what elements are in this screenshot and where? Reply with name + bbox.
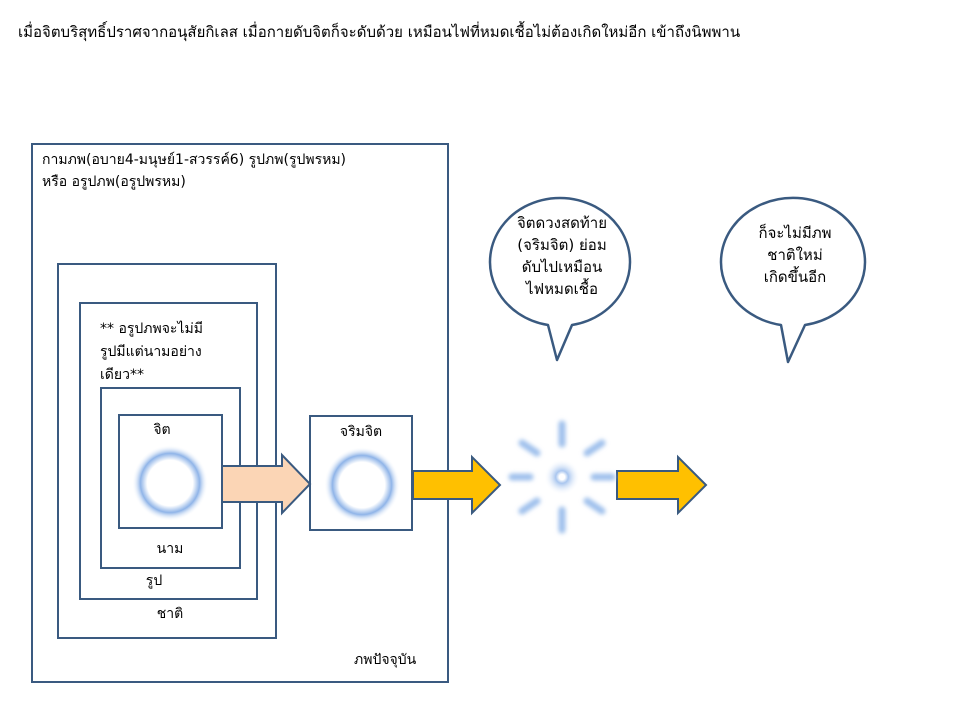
charimachit-glow-circle	[324, 447, 400, 523]
outer-heading-line2: หรือ อรูปภพ(อรูปพรหม)	[42, 174, 186, 190]
chit-glow-circle	[132, 445, 208, 521]
bubble-1-text: จิตดวงสดท้าย (จริมจิต) ย่อม ดับไปเหมือน …	[492, 212, 632, 300]
chati-box	[57, 263, 277, 639]
chit-label: จิต	[153, 422, 171, 438]
bubble-line: ไฟหมดเชื้อ	[526, 280, 598, 298]
rup-note-line: ** อรูปภพจะไม่มี	[100, 321, 203, 337]
speech-bubble-1	[488, 196, 632, 362]
speech-bubble-2	[719, 196, 867, 364]
outer-heading-line1: กามภพ(อบาย4-มนุษย์1-สวรรค์6) รูปภพ(รูปพร…	[42, 152, 347, 168]
bubble-line: เกิดขึ้นอีก	[763, 268, 827, 286]
rup-note-line: เดียว**	[100, 367, 144, 383]
extinguished-spark-icon	[508, 420, 616, 534]
page-title: เมื่อจิตบริสุทธิ์ปราศจากอนุสัยกิเลส เมื่…	[18, 23, 741, 41]
bubble-line: ดับไปเหมือน	[521, 258, 603, 276]
rup-label: รูป	[145, 573, 163, 589]
rup-box	[79, 302, 258, 600]
bubble-2-text: ก็จะไม่มีภพ ชาติใหม่ เกิดขึ้นอีก	[723, 222, 867, 288]
rup-note: ** อรูปภพจะไม่มี รูปมีแต่นามอย่าง เดียว*…	[100, 318, 203, 387]
peach-arrow-icon	[221, 452, 312, 516]
bubble-line: จิตดวงสดท้าย	[516, 214, 607, 232]
nam-label: นาม	[156, 541, 184, 557]
chati-label: ชาติ	[156, 606, 184, 622]
current-existence-label: ภพปัจจุบัน	[354, 652, 417, 668]
bubble-line: ชาติใหม่	[767, 246, 823, 264]
rup-note-line: รูปมีแต่นามอย่าง	[100, 344, 202, 360]
bubble-line: (จริมจิต) ย่อม	[517, 236, 607, 254]
outer-box	[31, 143, 449, 683]
yellow-arrow-icon	[412, 454, 502, 516]
charimachit-label: จริมจิต	[339, 424, 383, 440]
bubble-line: ก็จะไม่มีภพ	[758, 224, 832, 242]
yellow-arrow-icon-2	[616, 454, 708, 516]
